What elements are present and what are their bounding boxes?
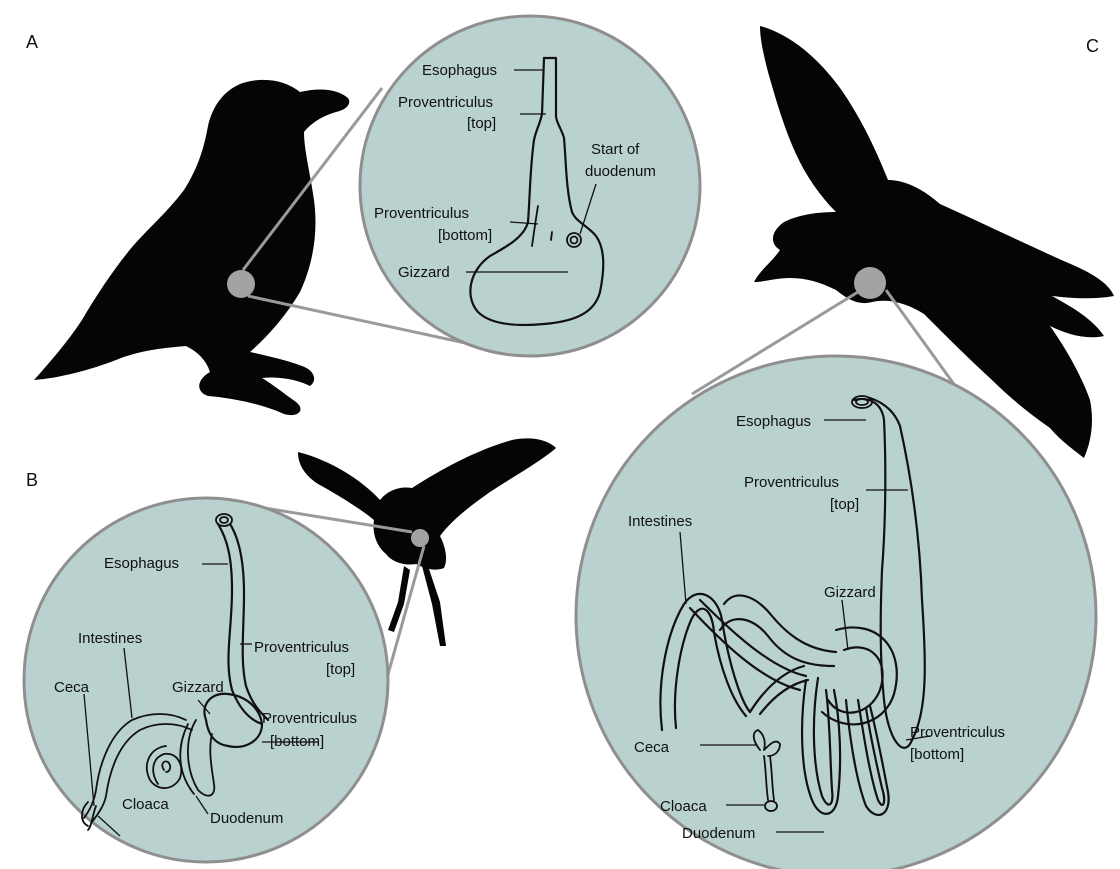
panel-b-label-proventriculus-bottom: Proventriculus [262,710,357,727]
panel-c-label-proventriculus-top: Proventriculus [744,474,839,491]
panel-a: Esophagus Proventriculus [top] Start of … [34,16,700,415]
panel-b: Esophagus Intestines Proventriculus [top… [24,438,556,862]
panel-a-location-marker [227,270,255,298]
panel-a-label-gizzard: Gizzard [398,264,450,281]
panel-b-label-esophagus: Esophagus [104,555,179,572]
panel-c-label-proventriculus-top-suffix: [top] [830,496,859,513]
panel-b-leg-left [388,566,410,632]
panel-c-inset-circle [576,356,1096,869]
panel-c-label-intestines: Intestines [628,513,692,530]
panel-b-location-marker [411,529,429,547]
panel-a-bird-silhouette [34,80,349,415]
panel-c-label-proventriculus-bottom: Proventriculus [910,724,1005,741]
panel-b-label-intestines: Intestines [78,630,142,647]
panel-b-label-duodenum: Duodenum [210,810,283,827]
panel-c-label-esophagus: Esophagus [736,413,811,430]
panel-b-label-proventriculus-bottom-suffix: [bottom] [270,733,324,750]
panel-c-label-ceca: Ceca [634,739,670,756]
panel-c-location-marker [854,267,886,299]
panel-c-label-gizzard: Gizzard [824,584,876,601]
panel-b-label-cloaca: Cloaca [122,796,169,813]
panel-c-label-proventriculus-bottom-suffix: [bottom] [910,746,964,763]
panel-a-label-proventriculus-top-suffix: [top] [467,115,496,132]
panel-a-label-start-of: Start of [591,141,640,158]
panel-c-label-cloaca: Cloaca [660,798,707,815]
panel-c-label-duodenum: Duodenum [682,825,755,842]
panel-b-label-gizzard: Gizzard [172,679,224,696]
panel-b-bird-silhouette [298,438,556,569]
panel-a-label-proventriculus-top: Proventriculus [398,94,493,111]
panel-b-leg-right [422,566,446,646]
panel-b-label-proventriculus-top-suffix: [top] [326,661,355,678]
panel-a-label-proventriculus-bottom: Proventriculus [374,205,469,222]
panel-b-label-proventriculus-top: Proventriculus [254,639,349,656]
panel-b-label-ceca: Ceca [54,679,90,696]
panel-a-label-proventriculus-bottom-suffix: [bottom] [438,227,492,244]
panel-a-label-esophagus: Esophagus [422,62,497,79]
panel-a-label-duodenum: duodenum [585,163,656,180]
